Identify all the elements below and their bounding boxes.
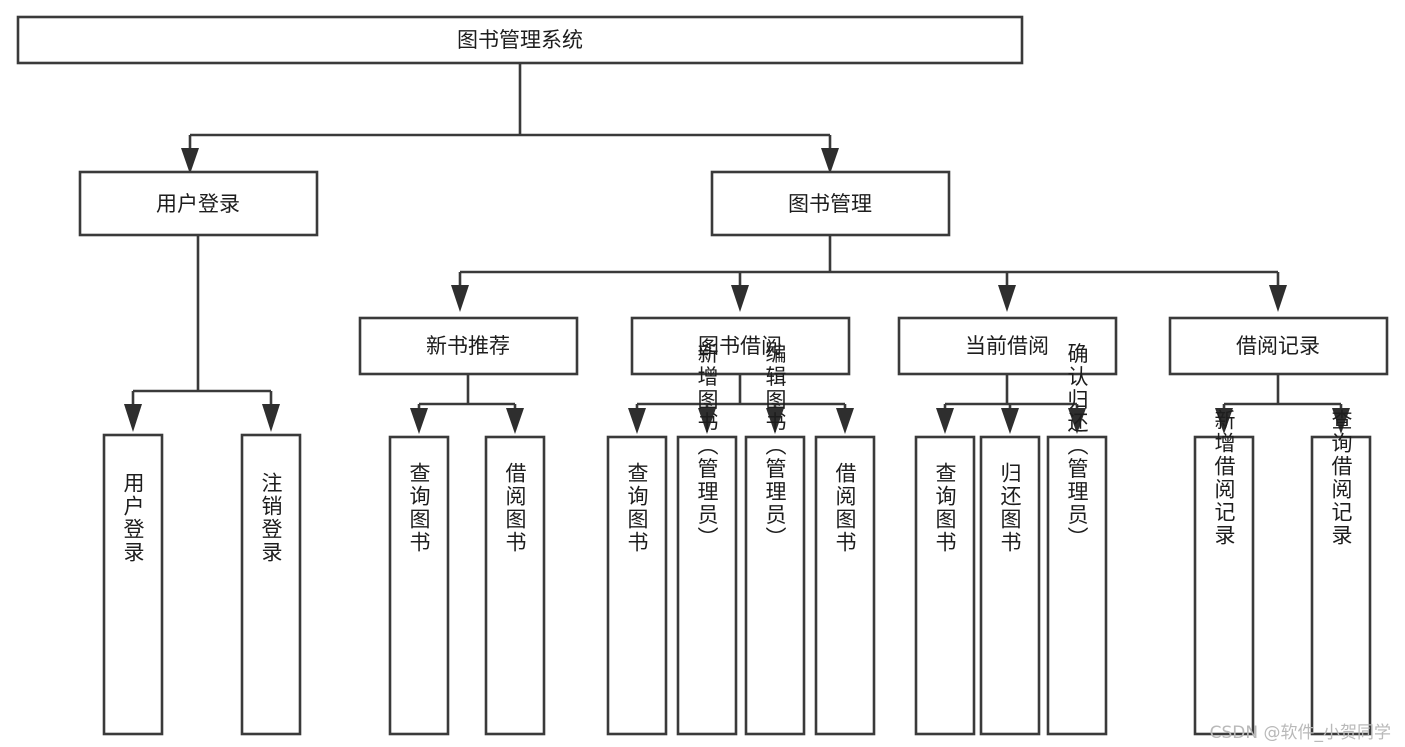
arrowhead-icon-ul-leaf1 <box>124 404 142 432</box>
arrowhead-icon-nb-leaf1 <box>410 408 428 434</box>
leaf-current-borrow-3-box[interactable] <box>1046 435 1108 736</box>
leaf-current-borrow-2-box[interactable] <box>979 435 1041 736</box>
leaf-book-borrow-3-label: 编辑图书（管理员） <box>763 343 787 550</box>
arrowhead-layer <box>124 148 1350 434</box>
arrowhead-icon-cb-leaf3 <box>1068 408 1086 434</box>
leaf-current-borrow-1-box[interactable] <box>914 435 976 736</box>
node-user-login-box[interactable] <box>78 170 319 237</box>
leaf-book-borrow-2-label: 新增图书（管理员） <box>695 343 719 550</box>
leaf-new-book-1-box[interactable] <box>388 435 450 736</box>
leaf-current-borrow-3-label: 确认归还（管理员） <box>1065 343 1089 550</box>
arrowhead-icon-br-leaf2 <box>1332 408 1350 434</box>
node-current-borrow[interactable]: 当前借阅 <box>897 316 1118 376</box>
arrowhead-icon-ul-leaf2 <box>262 404 280 432</box>
arrowhead-icon-record <box>1269 285 1287 312</box>
leaf-new-book-1-label: 查询图书 <box>407 462 431 554</box>
node-user-login[interactable]: 用户登录 <box>78 170 319 237</box>
node-borrow-record-label: 借阅记录 <box>1236 334 1320 358</box>
leaf-borrow-record-1[interactable]: 新增借阅记录 <box>1193 409 1255 736</box>
arrowhead-icon-cb-leaf2 <box>1001 408 1019 434</box>
node-new-book-recommend[interactable]: 新书推荐 <box>358 316 579 376</box>
leaf-borrow-record-2-box[interactable] <box>1310 435 1372 736</box>
arrowhead-icon-bb-leaf4 <box>836 408 854 434</box>
arrowhead-icon-bb-leaf1 <box>628 408 646 434</box>
node-current-borrow-label: 当前借阅 <box>965 334 1049 358</box>
leaf-current-borrow-2-label: 归还图书 <box>998 462 1022 554</box>
node-root-box[interactable] <box>16 15 1024 65</box>
leaf-new-book-2-label: 借阅图书 <box>503 462 527 554</box>
node-book-borrow-label: 图书借阅 <box>698 334 782 358</box>
leaf-user-login-2[interactable]: 注销登录 <box>240 433 302 736</box>
arrowhead-icon-borrow <box>731 285 749 312</box>
leaf-book-borrow-1-label: 查询图书 <box>625 462 649 554</box>
arrowhead-icon-br-leaf1 <box>1215 408 1233 434</box>
leaf-borrow-record-2[interactable]: 查询借阅记录 <box>1310 409 1372 736</box>
leaf-user-login-2-box[interactable] <box>240 433 302 736</box>
arrowhead-icon-cb-leaf1 <box>936 408 954 434</box>
node-book-borrow-box[interactable] <box>630 316 851 376</box>
leaf-new-book-1[interactable]: 查询图书 <box>388 435 450 736</box>
leaf-current-borrow-2[interactable]: 归还图书 <box>979 435 1041 736</box>
node-current-borrow-box[interactable] <box>897 316 1118 376</box>
leaf-book-borrow-3-box[interactable] <box>744 435 806 736</box>
leaf-book-borrow-4[interactable]: 借阅图书 <box>814 435 876 736</box>
leaf-current-borrow-1[interactable]: 查询图书 <box>914 435 976 736</box>
leaf-book-borrow-2-box[interactable] <box>676 435 738 736</box>
arrowhead-icon-userlogin <box>181 148 199 174</box>
arrowhead-icon-current <box>998 285 1016 312</box>
leaf-current-borrow-3[interactable]: 确认归还（管理员） <box>1046 343 1108 736</box>
leaf-user-login-1[interactable]: 用户登录 <box>102 433 164 736</box>
arrowhead-icon-newbook <box>451 285 469 312</box>
node-borrow-record-box[interactable] <box>1168 316 1389 376</box>
node-root-label: 图书管理系统 <box>457 28 583 52</box>
leaf-current-borrow-1-label: 查询图书 <box>933 462 957 554</box>
node-book-borrow[interactable]: 图书借阅 <box>630 316 851 376</box>
arrowhead-icon-bb-leaf2 <box>698 408 716 434</box>
leaf-borrow-record-2-label: 查询借阅记录 <box>1329 409 1353 547</box>
leaf-book-borrow-1[interactable]: 查询图书 <box>606 435 668 736</box>
leaf-new-book-2-box[interactable] <box>484 435 546 736</box>
node-root[interactable]: 图书管理系统 <box>16 15 1024 65</box>
node-book-management[interactable]: 图书管理 <box>710 170 951 237</box>
leaf-book-borrow-1-box[interactable] <box>606 435 668 736</box>
node-book-management-box[interactable] <box>710 170 951 237</box>
leaf-new-book-2[interactable]: 借阅图书 <box>484 435 546 736</box>
leaf-book-borrow-4-box[interactable] <box>814 435 876 736</box>
node-new-book-recommend-box[interactable] <box>358 316 579 376</box>
leaf-borrow-record-1-box[interactable] <box>1193 435 1255 736</box>
node-user-login-label: 用户登录 <box>156 192 240 216</box>
leaf-user-login-1-label: 用户登录 <box>121 472 145 564</box>
leaf-user-login-1-box[interactable] <box>102 433 164 736</box>
leaf-book-borrow-3[interactable]: 编辑图书（管理员） <box>744 343 806 736</box>
node-book-management-label: 图书管理 <box>788 192 872 216</box>
leaf-book-borrow-2[interactable]: 新增图书（管理员） <box>676 343 738 736</box>
leaf-borrow-record-1-label: 新增借阅记录 <box>1212 409 1236 547</box>
node-new-book-recommend-label: 新书推荐 <box>426 334 510 358</box>
arrowhead-icon-bookmgmt <box>821 148 839 174</box>
arrowhead-icon-nb-leaf2 <box>506 408 524 434</box>
leaf-book-borrow-4-label: 借阅图书 <box>833 462 857 554</box>
node-borrow-record[interactable]: 借阅记录 <box>1168 316 1389 376</box>
leaf-user-login-2-label: 注销登录 <box>259 472 283 564</box>
arrowhead-icon-bb-leaf3 <box>766 408 784 434</box>
